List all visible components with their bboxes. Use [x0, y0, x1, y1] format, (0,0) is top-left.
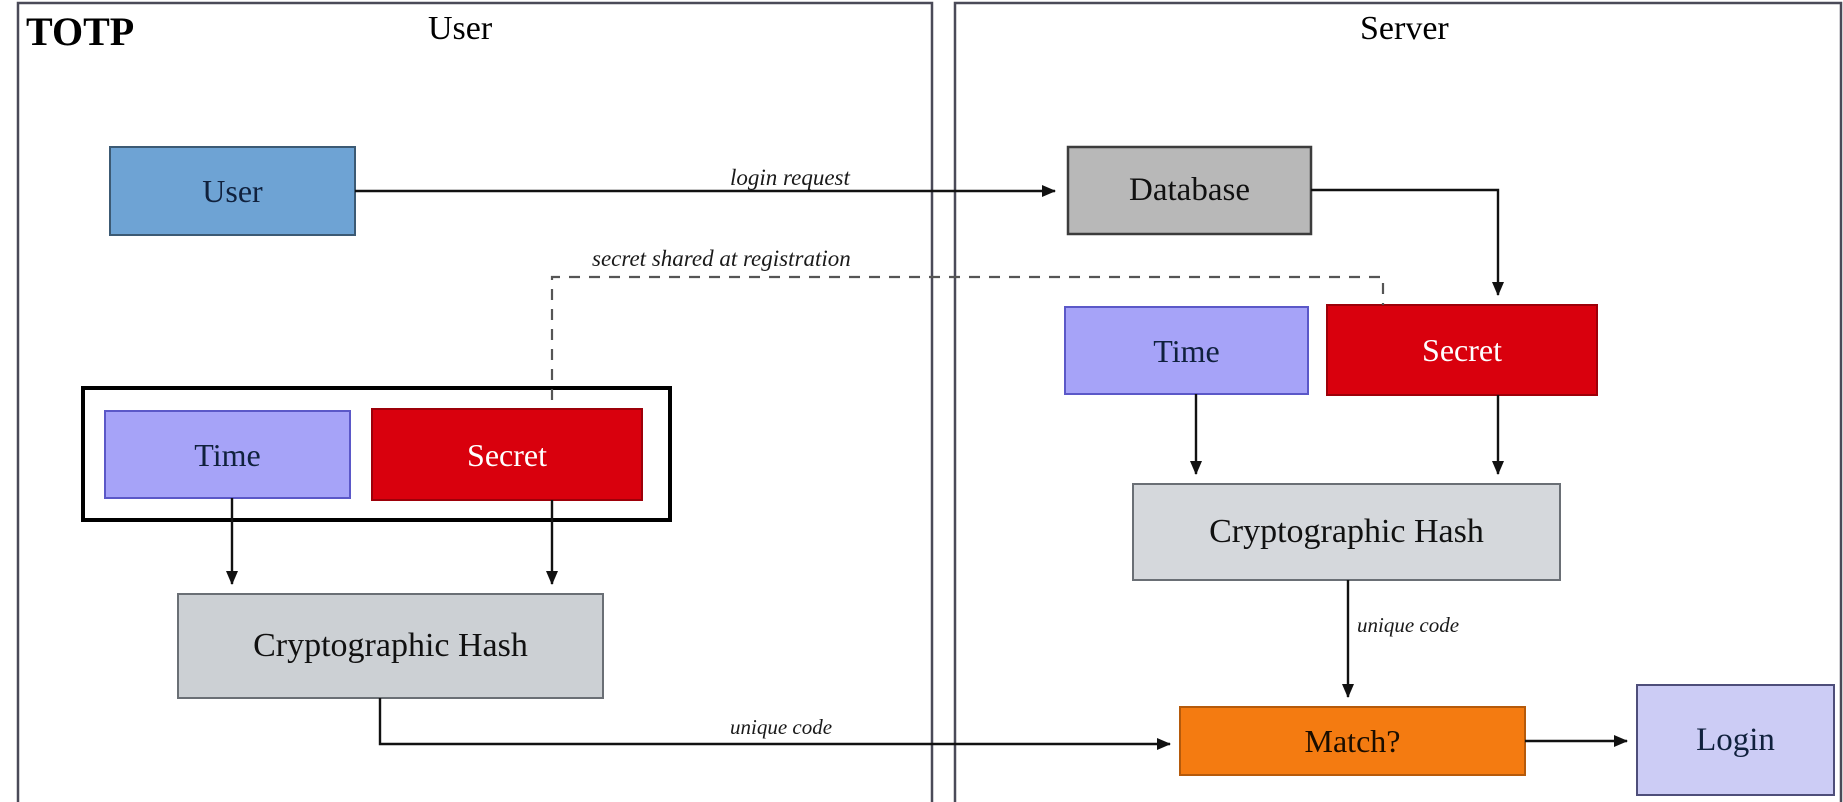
node-server-secret[interactable] [1326, 304, 1598, 396]
node-server-database[interactable] [1066, 145, 1313, 236]
edge-label-login-request: login request [730, 165, 850, 190]
edge-user-hash-to-match [378, 698, 1171, 750]
panel-frame-user [16, 1, 934, 802]
node-user-box[interactable] [109, 146, 356, 236]
edge-secret-shared-dashed [550, 275, 1385, 400]
edge-database-to-secret [1311, 188, 1504, 296]
panel-frame-server [953, 1, 1843, 802]
node-server-time[interactable] [1064, 306, 1309, 395]
node-server-match[interactable] [1179, 706, 1526, 776]
edge-label-unique-code-server: unique code [1357, 613, 1460, 637]
panel-title-server: Server [1360, 10, 1449, 47]
node-user-hash[interactable] [177, 593, 604, 699]
node-server-hash[interactable] [1132, 483, 1561, 581]
edge-label-secret-shared: secret shared at registration [592, 246, 851, 271]
panel-title-user: User [428, 10, 493, 47]
edge-label-unique-code-user: unique code [730, 715, 833, 739]
diagram-title: TOTP [26, 9, 135, 54]
node-user-time[interactable] [104, 410, 351, 499]
node-user-secret[interactable] [371, 408, 643, 501]
node-server-login[interactable] [1636, 684, 1835, 796]
user-secret-group-outline [81, 386, 672, 522]
